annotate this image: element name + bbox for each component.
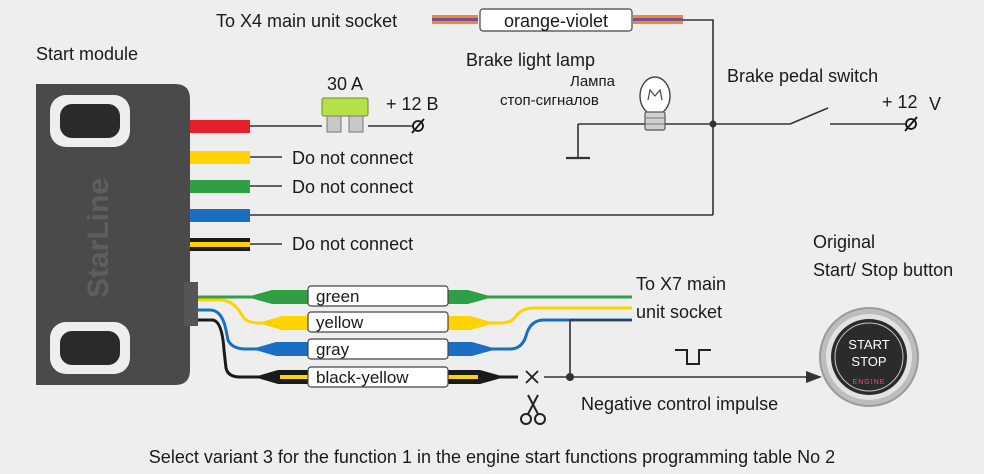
green-wire	[190, 180, 250, 193]
cut-mark-icon	[525, 370, 539, 384]
wire-label-green: green	[316, 287, 359, 306]
terminal-12v-icon	[904, 116, 918, 132]
wire-label-gray: gray	[316, 340, 350, 359]
start-stop-button-icon	[819, 307, 919, 407]
original-label-1: Original	[813, 232, 875, 252]
ground-icon	[566, 124, 590, 160]
plus-12b-label: + 12 В	[386, 94, 439, 114]
button-stop-text: STOP	[851, 354, 886, 369]
dnc-black-yellow-label: Do not connect	[292, 234, 413, 254]
arrow-icon	[806, 371, 822, 383]
scissors-icon	[520, 394, 546, 425]
switch-icon	[789, 107, 830, 133]
impulse-label: Negative control impulse	[581, 394, 778, 414]
black-yellow-wire	[190, 238, 250, 251]
gray-harness-wire	[198, 308, 632, 356]
orange-violet-wire	[432, 8, 714, 215]
start-module	[36, 84, 198, 385]
dnc-green-label: Do not connect	[292, 177, 413, 197]
fuse-icon	[321, 97, 369, 133]
brake-light-lamp-label: Brake light lamp	[466, 50, 595, 70]
yellow-wire	[190, 151, 250, 164]
button-engine-text: ENGINE	[853, 379, 886, 386]
wire-label-black-yellow: black-yellow	[316, 368, 409, 387]
red-wire	[190, 120, 250, 133]
plus-12v-label: + 12	[882, 92, 918, 112]
brake-pedal-switch-label: Brake pedal switch	[727, 66, 878, 86]
x4-socket-label: To X4 main unit socket	[216, 11, 397, 31]
original-label-2: Start/ Stop button	[813, 260, 953, 280]
blue-wire	[190, 209, 250, 222]
button-start-text: START	[848, 337, 889, 352]
brand-logo: StarLine	[82, 178, 115, 298]
junction-dot-2	[566, 373, 574, 381]
terminal-12b-icon	[411, 118, 425, 134]
dnc-yellow-label: Do not connect	[292, 148, 413, 168]
bulb-icon	[639, 76, 671, 131]
junction-dot	[709, 120, 717, 128]
x7-socket-label-1: To X7 main	[636, 274, 726, 294]
fuse-rating: 30 A	[327, 74, 363, 94]
footer-note: Select variant 3 for the function 1 in t…	[149, 447, 835, 467]
x7-socket-label-2: unit socket	[636, 302, 722, 322]
wire-label-yellow: yellow	[316, 313, 364, 332]
lamp-ru-1: Лампа	[570, 73, 616, 90]
lamp-ru-2: стоп-сигналов	[500, 92, 599, 109]
start-module-label: Start module	[36, 44, 138, 64]
black-yellow-harness-wire	[198, 318, 518, 384]
plus-12v-unit: V	[929, 94, 941, 114]
orange-violet-label: orange-violet	[504, 11, 608, 31]
pulse-icon	[675, 349, 711, 365]
yellow-harness-wire	[198, 298, 632, 330]
